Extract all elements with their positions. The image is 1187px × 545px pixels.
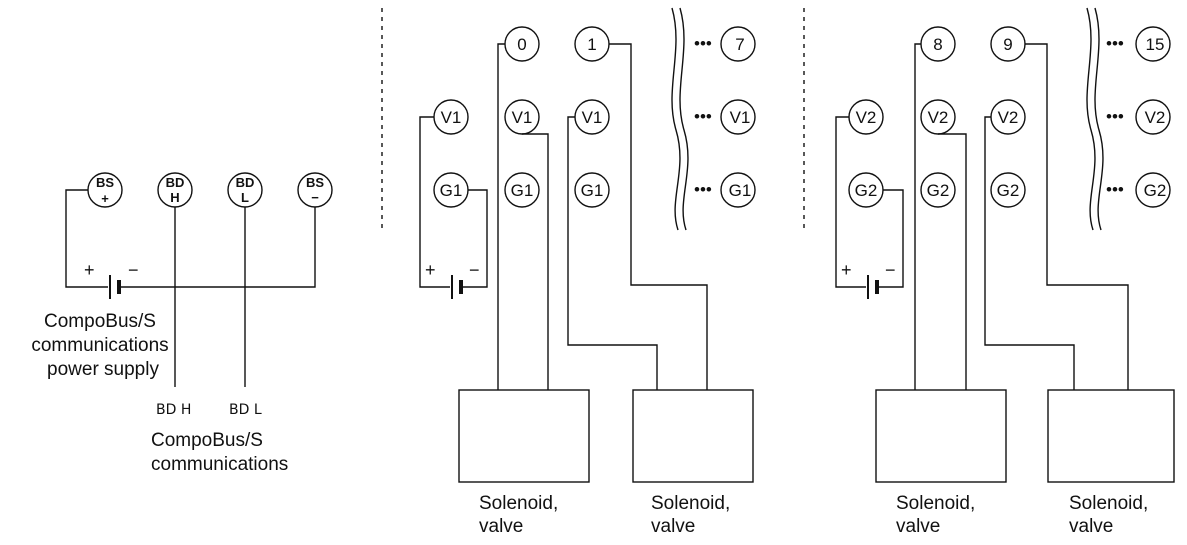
break-line-1b [679, 7, 689, 231]
g1-label-a: G1 [440, 181, 463, 200]
wire-bs-minus [121, 207, 316, 288]
g2-label-c: G2 [997, 181, 1020, 200]
out-1-label: 1 [587, 35, 596, 54]
terminal-g1-d [720, 172, 756, 208]
out-0-label: 0 [517, 35, 526, 54]
terminal-bd-h-bottom: H [170, 190, 179, 205]
power-supply-label-line2: communications [31, 335, 168, 356]
terminal-g2-d [1135, 172, 1171, 208]
wire-v2-load1 [938, 133, 967, 390]
v1-label-b: V1 [512, 108, 533, 127]
battery2-minus-sign: − [885, 260, 896, 280]
wire-v1-load1 [522, 133, 549, 390]
terminal-bs-minus-bottom: − [311, 190, 319, 205]
load-3-label-line1: Solenoid, [896, 493, 975, 514]
wire-bs-plus [65, 189, 108, 288]
load-box-4 [1047, 389, 1175, 483]
terminal-g2-b [920, 172, 956, 208]
ellipsis-g1-out: ••• [694, 34, 712, 53]
wire-v1-supply [419, 116, 450, 288]
out-9-label: 9 [1003, 35, 1012, 54]
g2-label-a: G2 [855, 181, 878, 200]
load-1-label-line2: valve [479, 516, 523, 537]
load-box-1 [458, 389, 590, 483]
v1-label-d: V1 [730, 108, 751, 127]
load-2-label-line1: Solenoid, [651, 493, 730, 514]
ellipsis-g2-out: ••• [1106, 34, 1124, 53]
v2-label-b: V2 [928, 108, 949, 127]
v2-label-d: V2 [1145, 108, 1166, 127]
out-8-label: 8 [933, 35, 942, 54]
load-box-3 [875, 389, 1007, 483]
wire-v2-load2 [984, 116, 1075, 390]
power-supply-label-line1: CompoBus/S [44, 311, 156, 332]
out-15-label: 15 [1146, 35, 1165, 54]
wire-v1-load2 [567, 116, 658, 390]
terminal-bs-plus-top: BS [96, 175, 114, 190]
comm-label-line2: communications [151, 454, 288, 475]
power-minus-sign: − [128, 260, 139, 280]
lead-label-bd-l: BD L [229, 402, 262, 418]
terminal-bd-l-bottom: L [241, 190, 249, 205]
load-1-label-line1: Solenoid, [479, 493, 558, 514]
terminal-bd-h-top: BD [166, 175, 185, 190]
output-group-2 [835, 7, 1175, 483]
communications-block [65, 172, 333, 387]
v1-label-a: V1 [441, 108, 462, 127]
g2-label-d: G2 [1144, 181, 1167, 200]
ellipsis-g2-v: ••• [1106, 107, 1124, 126]
load-3-label-line2: valve [896, 516, 940, 537]
v2-label-c: V2 [998, 108, 1019, 127]
g2-label-b: G2 [927, 181, 950, 200]
output-group-1 [419, 7, 756, 483]
battery1-plus-sign: + [425, 260, 436, 280]
break-line-2b [1094, 7, 1104, 231]
battery1-minus-sign: − [469, 260, 480, 280]
terminal-bs-minus-top: BS [306, 175, 324, 190]
wire-g1-supply [463, 189, 488, 288]
comm-label-line1: CompoBus/S [151, 430, 263, 451]
terminal-v2-d [1135, 99, 1171, 135]
v2-label-a: V2 [856, 108, 877, 127]
ellipsis-g2-g: ••• [1106, 180, 1124, 199]
power-plus-sign: + [84, 260, 95, 280]
terminal-bd-l-top: BD [236, 175, 255, 190]
power-supply-label-line3: power supply [47, 359, 159, 380]
battery2-plus-sign: + [841, 260, 852, 280]
ellipsis-g1-v: ••• [694, 107, 712, 126]
wire-g2-supply [879, 189, 904, 288]
out-7-label: 7 [735, 35, 744, 54]
g1-label-c: G1 [581, 181, 604, 200]
ellipsis-g1-g: ••• [694, 180, 712, 199]
terminal-g2-c [990, 172, 1026, 208]
wire-out-1 [609, 43, 708, 390]
terminal-out-7 [720, 26, 756, 62]
v1-label-c: V1 [582, 108, 603, 127]
g1-label-b: G1 [511, 181, 534, 200]
wire-out-0 [497, 43, 505, 390]
lead-label-bd-h: BD H [156, 402, 191, 418]
load-4-label-line1: Solenoid, [1069, 493, 1148, 514]
terminal-v1-d [720, 99, 756, 135]
break-line-1a [671, 7, 681, 231]
terminal-g1-c [574, 172, 610, 208]
break-line-2a [1086, 7, 1096, 231]
load-4-label-line2: valve [1069, 516, 1113, 537]
wire-out-9 [1025, 43, 1129, 390]
terminal-bs-plus-bottom: + [101, 191, 109, 206]
terminal-g1-b [504, 172, 540, 208]
load-2-label-line2: valve [651, 516, 695, 537]
wire-out-8 [914, 43, 921, 390]
wire-v2-supply [835, 116, 866, 288]
terminal-out-15 [1135, 26, 1171, 62]
g1-label-d: G1 [729, 181, 752, 200]
load-box-2 [632, 389, 754, 483]
